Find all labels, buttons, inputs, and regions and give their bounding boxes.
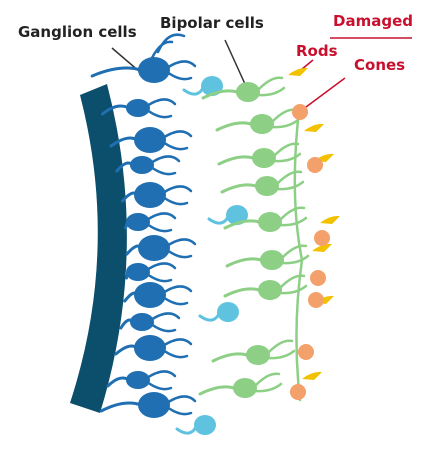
bipolar-cells-label: Bipolar cells [160, 14, 264, 32]
ganglion-cell [138, 235, 170, 261]
bipolar-dendrite [279, 274, 308, 295]
rod-cell [288, 67, 308, 76]
bipolar-axon [220, 183, 258, 194]
ganglion-cell [126, 213, 150, 231]
bipolar-axon [225, 257, 263, 268]
bipolar-axon [223, 287, 261, 298]
ganglion-cell [126, 99, 150, 117]
rod-cell [304, 123, 324, 132]
cone-cell [292, 104, 308, 120]
bipolar-axon [217, 155, 255, 166]
cone-cell [298, 344, 314, 360]
ganglion-dendrite [145, 272, 173, 283]
bipolar-cell [260, 250, 284, 270]
bipolar-axon [198, 385, 236, 396]
bipolar-cell-damaged [217, 302, 239, 322]
ganglion-dendrite [161, 185, 193, 195]
bipolar-cell [246, 345, 270, 365]
ganglion-dendrite [165, 405, 193, 416]
rod-cell [320, 215, 340, 224]
bipolar-cell [252, 148, 276, 168]
bipolar-pointer [224, 39, 246, 85]
ganglion-cell [138, 57, 170, 83]
damaged-label: Damaged [333, 12, 413, 30]
cones-label: Cones [354, 56, 406, 74]
ganglion-cell [130, 156, 154, 174]
ganglion-cell [130, 313, 154, 331]
bipolar-cell-damaged [226, 205, 248, 225]
ganglion-cell [138, 392, 170, 418]
ganglion-dendrite [161, 130, 193, 140]
bipolar-axon [215, 121, 253, 132]
ganglion-dendrite [145, 212, 177, 222]
ganglion-dendrite [165, 60, 197, 70]
bipolar-cell [258, 212, 282, 232]
ganglion-dendrite [145, 108, 173, 119]
bipolar-cell [236, 82, 260, 102]
ganglion-dendrite [165, 70, 193, 81]
bipolar-damaged-process [207, 213, 231, 225]
bipolar-cell [258, 280, 282, 300]
ganglion-dendrite [145, 222, 173, 233]
bipolar-axon [211, 352, 249, 363]
ganglion-dendrite [161, 295, 189, 306]
rod-cell [312, 243, 332, 252]
bipolar-dendrite [281, 244, 310, 265]
bipolar-dendrite [293, 118, 304, 402]
bipolar-damaged-process [198, 310, 222, 322]
bipolar-cell [255, 176, 279, 196]
cone-cell [307, 157, 323, 173]
cone-cell [290, 384, 306, 400]
ganglion-cell [134, 335, 166, 361]
ganglion-dendrite [149, 312, 181, 322]
retina-wall [70, 84, 127, 413]
ganglion-dendrite [165, 238, 197, 248]
ganglion-dendrite [149, 165, 177, 176]
ganglion-dendrite [161, 285, 193, 295]
cone-cell [308, 292, 324, 308]
bipolar-dendrite [276, 170, 305, 191]
ganglion-cell [126, 371, 150, 389]
ganglion-dendrite [161, 195, 189, 206]
ganglion-dendrite [161, 140, 189, 151]
bipolar-damaged-process [182, 84, 206, 96]
ganglion-dendrite [161, 348, 189, 359]
bipolar-damaged-process [175, 423, 199, 435]
ganglion-cell [126, 263, 150, 281]
ganglion-dendrite [148, 33, 186, 64]
bipolar-axon [223, 219, 261, 230]
ganglion-cell [134, 282, 166, 308]
ganglion-dendrite [165, 395, 197, 405]
ganglion-axon [106, 376, 131, 388]
ganglion-cell [134, 182, 166, 208]
ganglion-dendrite [145, 98, 177, 108]
ganglion-dendrite [149, 155, 181, 165]
cell-layer [90, 33, 340, 435]
bipolar-dendrite [254, 372, 283, 393]
ganglion-dendrite [145, 380, 173, 391]
cones-pointer [301, 77, 346, 111]
ganglion-dendrite [145, 262, 177, 272]
bipolar-cell [233, 378, 257, 398]
ganglion-axon [114, 344, 139, 356]
bipolar-cell [250, 114, 274, 134]
bipolar-dendrite [257, 76, 286, 97]
bipolar-dendrite [267, 339, 296, 360]
ganglion-dendrite [145, 370, 177, 380]
cone-cell [314, 230, 330, 246]
rods-label: Rods [296, 42, 338, 60]
ganglion-axon [99, 401, 143, 413]
ganglion-cell [134, 127, 166, 153]
ganglion-cells-label: Ganglion cells [18, 23, 137, 41]
ganglion-dendrite [149, 322, 177, 333]
bipolar-axon [201, 89, 239, 100]
bipolar-cell-damaged [194, 415, 216, 435]
ganglion-dendrite [165, 248, 193, 259]
bipolar-dendrite [279, 206, 308, 227]
rod-cell [302, 371, 322, 380]
ganglion-dendrite [161, 338, 193, 348]
ganglion-axon [90, 66, 143, 78]
cone-cell [310, 270, 326, 286]
